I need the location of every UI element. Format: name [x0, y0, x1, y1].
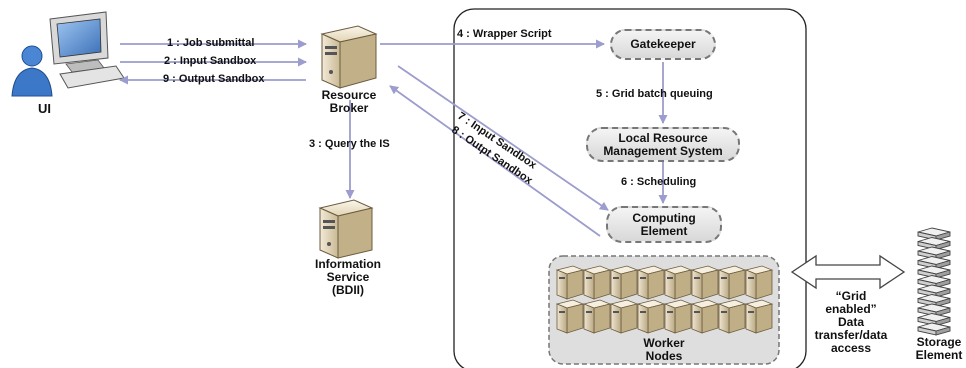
information-service-label: Information Service (BDII) — [306, 258, 390, 297]
edge-label-grid-batch-queuing: 5 : Grid batch queuing — [596, 88, 713, 100]
grid-transfer-label-line4: transfer/data — [814, 328, 888, 342]
resource-broker-label-line1: Resource — [321, 88, 377, 102]
resource-broker-server-icon — [320, 25, 378, 89]
worker-node-server-icon — [582, 299, 612, 334]
ui-label: UI — [38, 101, 51, 116]
user-icon — [11, 45, 53, 97]
arrow-output-sandbox-8 — [389, 85, 601, 237]
worker-nodes-label-line1: Worker — [643, 336, 685, 350]
worker-node-server-icon — [609, 265, 639, 300]
worker-nodes-label-line2: Nodes — [645, 349, 683, 363]
gatekeeper-node: Gatekeeper — [610, 29, 716, 60]
lrms-label-line1: Local Resource — [618, 130, 708, 145]
arrow-input-sandbox-7 — [397, 65, 609, 211]
workstation-icon — [49, 11, 125, 89]
grid-transfer-label-line3: Data — [837, 315, 864, 329]
computing-element-label: Computing Element — [632, 210, 696, 238]
grid-transfer-label-line2: enabled” — [825, 302, 877, 316]
worker-node-server-icon — [582, 265, 612, 300]
computing-element-label-line2: Element — [640, 223, 688, 238]
storage-disk-icon — [917, 284, 951, 298]
worker-node-server-icon — [636, 265, 666, 300]
worker-node-server-icon — [744, 299, 774, 334]
edge-label-scheduling: 6 : Scheduling — [621, 176, 697, 188]
worker-node-server-icon — [744, 265, 774, 300]
storage-element-label-line2: Element — [915, 348, 963, 362]
storage-element-label-line1: Storage — [916, 335, 962, 349]
worker-node-server-icon — [555, 299, 585, 334]
worker-node-server-icon — [717, 299, 747, 334]
grid-transfer-label-line5: access — [830, 341, 872, 355]
grid-transfer-label: “Grid enabled” Data transfer/data access — [806, 290, 896, 355]
edge-label-input-sandbox: 2 : Input Sandbox — [164, 55, 257, 67]
grid-transfer-label-line1: “Grid — [835, 289, 867, 303]
edge-label-query-is: 3 : Query the IS — [309, 138, 390, 150]
computing-element-label-line1: Computing — [632, 210, 696, 225]
lrms-label-line2: Management System — [603, 143, 723, 158]
worker-nodes-label: Worker Nodes — [624, 337, 704, 363]
grid-transfer-double-arrow — [790, 254, 906, 290]
worker-node-server-icon — [663, 265, 693, 300]
storage-element-stack-icon — [917, 227, 951, 336]
lrms-node: Local Resource Management System — [586, 127, 740, 162]
information-service-server-icon — [318, 199, 374, 259]
gatekeeper-label: Gatekeeper — [630, 37, 696, 51]
computing-site-frame — [453, 8, 807, 368]
resource-broker-label: Resource Broker — [314, 89, 384, 115]
information-service-label-line2: Service — [326, 270, 370, 284]
worker-node-server-icon — [690, 265, 720, 300]
worker-node-server-icon — [609, 299, 639, 334]
worker-node-server-icon — [690, 299, 720, 334]
lrms-label: Local Resource Management System — [603, 130, 723, 158]
storage-disk-icon — [917, 322, 951, 336]
edge-label-wrapper-script: 4 : Wrapper Script — [457, 28, 552, 40]
resource-broker-label-line2: Broker — [329, 101, 369, 115]
worker-node-server-icon — [663, 299, 693, 334]
worker-node-server-icon — [555, 265, 585, 300]
storage-element-label: Storage Element — [910, 336, 966, 362]
worker-node-server-icon — [717, 265, 747, 300]
edge-label-output-sandbox: 9 : Output Sandbox — [163, 73, 265, 85]
edge-label-job-submittal: 1 : Job submittal — [167, 37, 255, 49]
worker-node-server-icon — [636, 299, 666, 334]
information-service-label-line1: Information — [315, 257, 381, 271]
computing-element-node: Computing Element — [606, 206, 722, 243]
information-service-label-line3: (BDII) — [332, 283, 364, 297]
worker-node-servers — [555, 265, 774, 334]
